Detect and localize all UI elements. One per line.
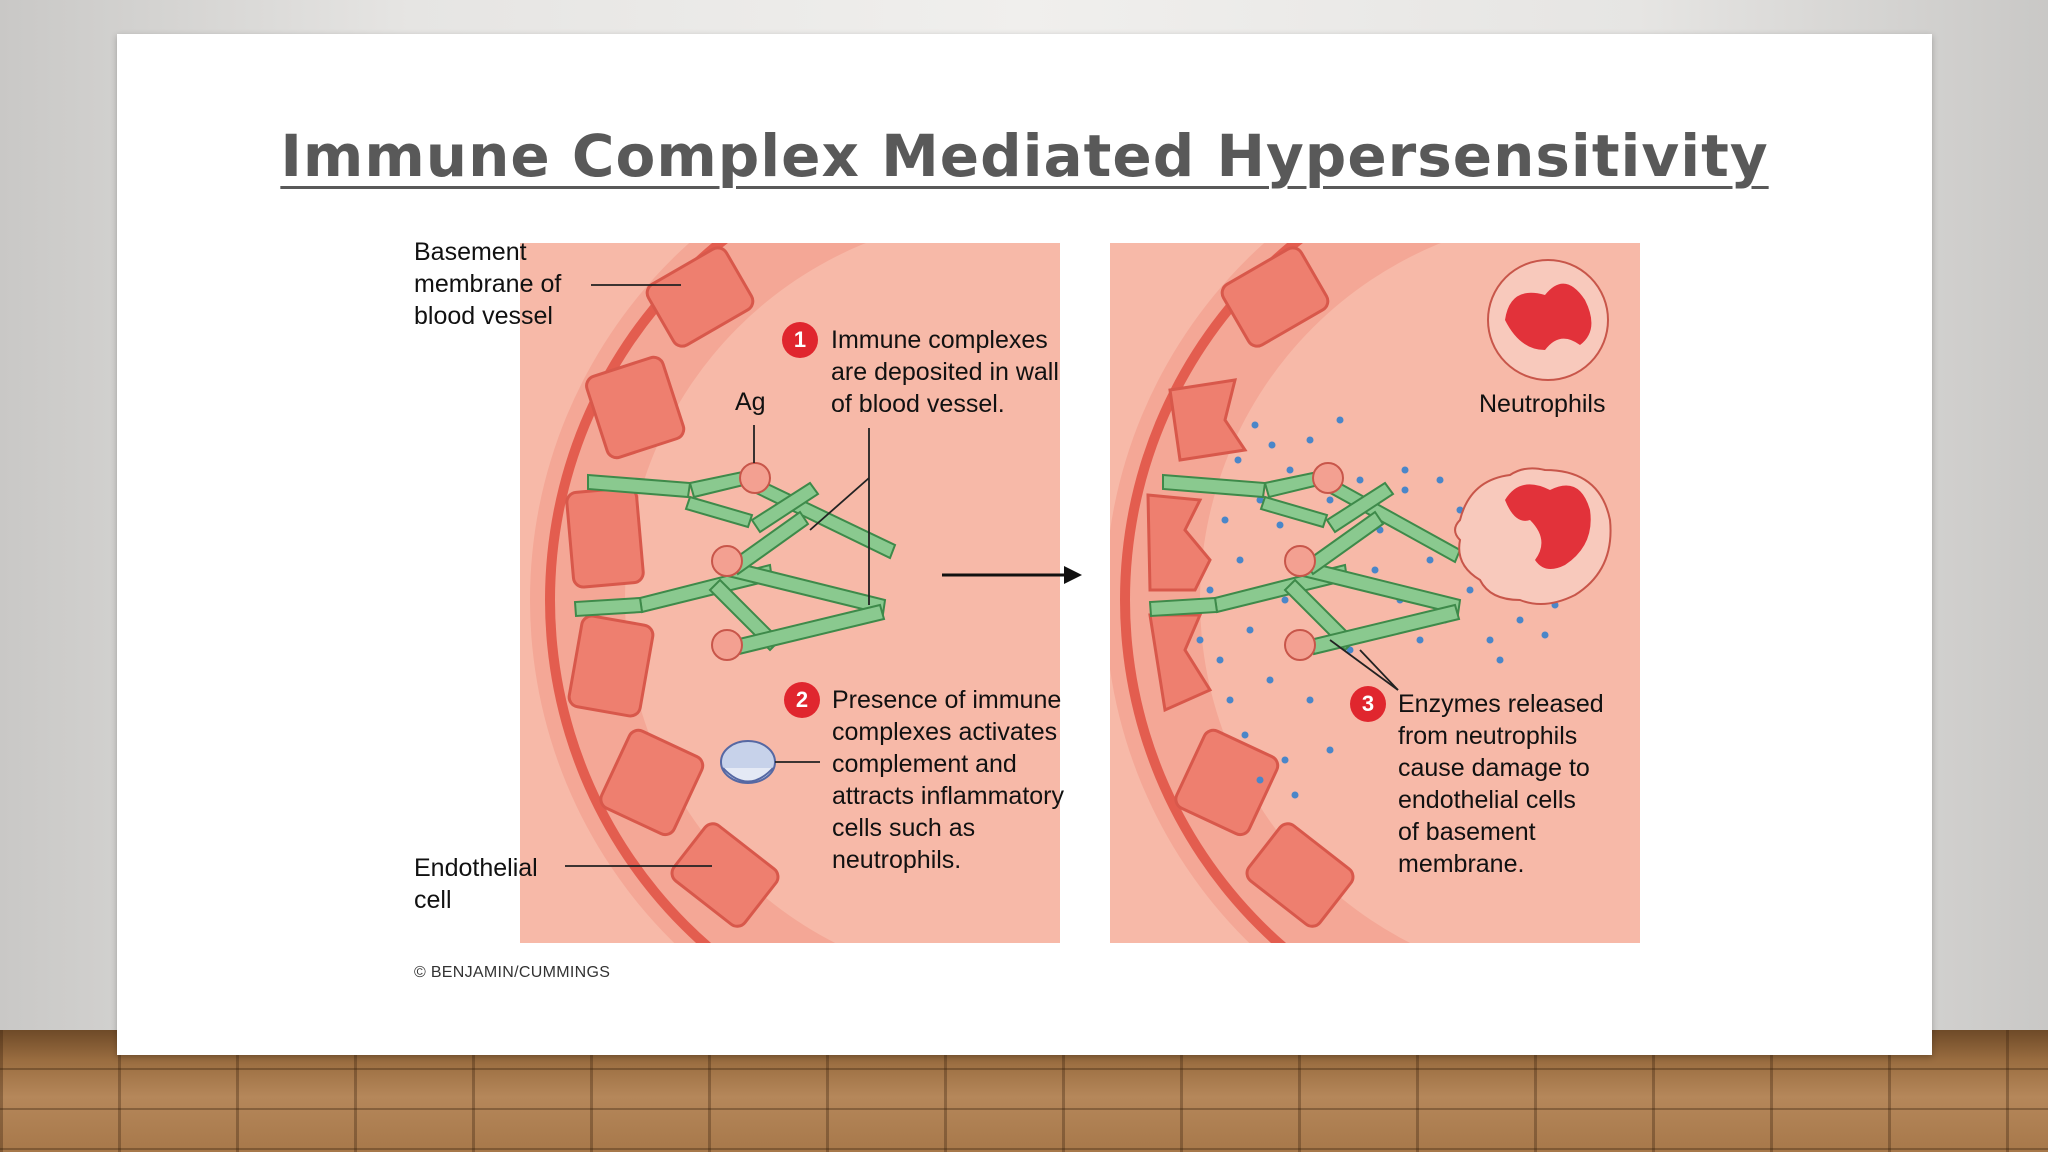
antigen-label: Ag [735,388,766,416]
neutrophil-bottom [1454,467,1612,605]
left-leader-lines [565,284,870,867]
right-leader-lines [1329,639,1399,691]
transition-arrow [942,566,1082,584]
step-3-badge: 3 [1350,686,1386,722]
damaged-endothelial-cells [1146,246,1355,928]
antigen-particles [711,462,771,661]
step-1-text: Immune complexes are deposited in wall o… [831,326,1059,418]
basement-membrane-label: Basement membrane of blood vessel [414,238,562,330]
step-2-text: Presence of immune complexes activates c… [832,686,1065,874]
neutrophils-label: Neutrophils [1479,390,1606,418]
right-panel-vessel [1110,243,1640,943]
step-3-text: Enzymes released from neutrophils cause … [1398,690,1604,878]
complement-icon [720,740,776,784]
slide-title: Immune Complex Mediated Hypersensitivity [280,122,1769,190]
step-1-badge: 1 [782,322,818,358]
antigen-particles-right [1284,462,1344,661]
enzyme-dots [1196,416,1559,799]
neutrophil-top [1487,259,1609,381]
copyright-notice: © BENJAMIN/CUMMINGS [414,964,611,981]
endothelial-cells [565,246,780,928]
left-panel-vessel [520,243,1060,943]
step-2-badge: 2 [784,682,820,718]
endothelial-cell-label: Endothelial cell [414,854,538,914]
